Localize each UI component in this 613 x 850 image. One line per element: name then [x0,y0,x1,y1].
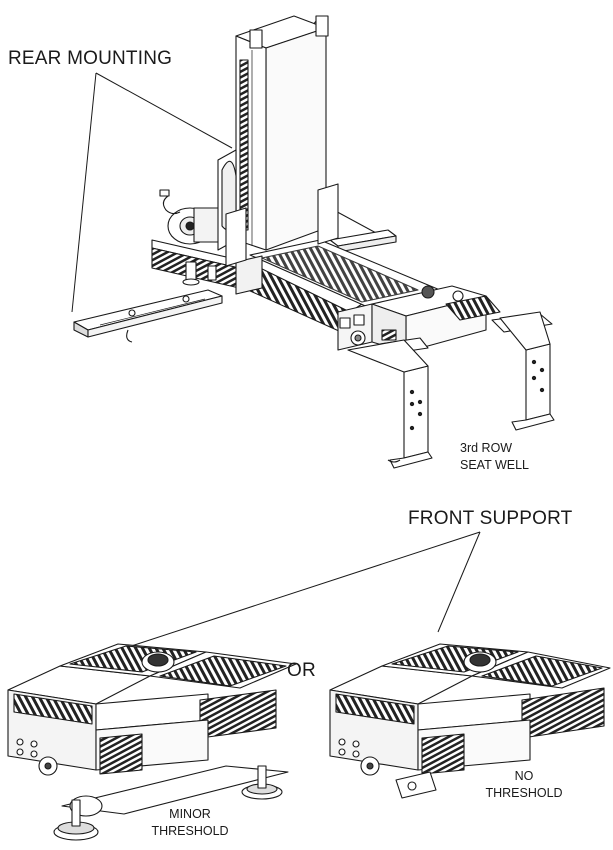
front-support-minor-threshold [7,643,297,841]
rear-mounting-label: REAR MOUNTING [8,48,173,69]
carriage [235,255,373,351]
no-line1: NO [514,769,534,783]
third-row-line2: SEAT WELL [460,458,530,472]
no-threshold-label: NO THRESHOLD [484,768,564,802]
no-line2: THRESHOLD [485,786,563,800]
seat-well-support-right [499,311,555,431]
front-support-leader-right [437,531,481,633]
minor-threshold-label: MINOR THRESHOLD [150,806,230,840]
rear-mounting-rail [73,289,223,343]
motor [159,189,225,245]
rear-mounting-leader-left [71,72,97,313]
minor-line2: THRESHOLD [151,824,229,838]
seat-well-support-left [347,339,433,469]
minor-line1: MINOR [169,807,211,821]
third-row-line1: 3rd ROW [460,441,513,455]
or-label: OR [287,660,316,681]
rear-mounting-leader-right [95,72,233,149]
front-support-leader-left [112,531,481,653]
front-support-label: FRONT SUPPORT [408,508,573,529]
third-row-seat-well-label: 3rd ROW SEAT WELL [460,440,529,474]
front-support-no-threshold [329,643,611,799]
vertical-mast [217,15,339,267]
lift-assembly [73,15,555,469]
mount-knob [182,261,217,286]
